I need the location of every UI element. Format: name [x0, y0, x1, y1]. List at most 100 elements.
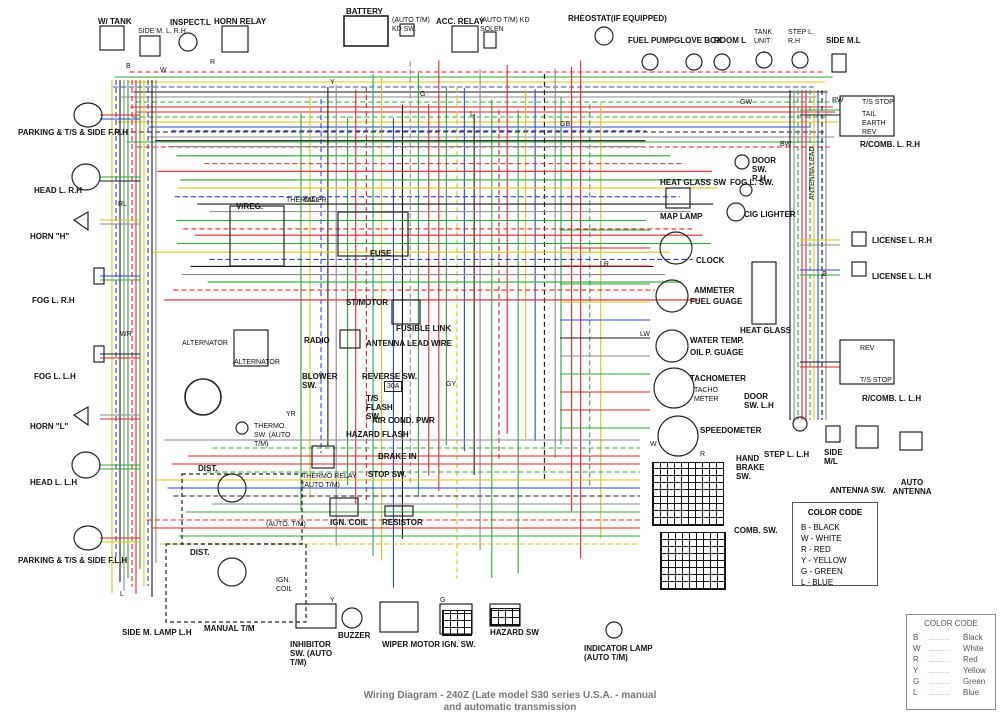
label-r-comb-l-rh: R/COMB. L. R.H [860, 140, 920, 149]
kd-solen-box [483, 31, 497, 49]
label-tacho-meter: TACHO METER [694, 387, 719, 403]
color-code-outer-item: Y..........Yellow [913, 666, 986, 675]
wire-code-tag: GW [740, 99, 753, 106]
label-comb-sw: COMB. SW. [734, 526, 778, 535]
wiper-motor-box [379, 601, 419, 633]
label-ts-flash-sw: T/S FLASH SW. [366, 394, 393, 421]
wire-code-tag: G [440, 597, 446, 604]
horn-h-icon [72, 210, 89, 232]
w-tank-box [99, 25, 125, 51]
label-room-l: ROOM L [714, 36, 746, 45]
label-w-tank: W/ TANK [98, 17, 132, 26]
wire-code-tag: LW [640, 331, 650, 338]
color-code-inner-item: G - GREEN [801, 567, 843, 576]
wire-code-tag: B [126, 63, 131, 70]
color-code-outer-item: B..........Black [913, 633, 983, 642]
license-rh-box [851, 231, 867, 247]
label-heat-glass-sw: HEAT GLASS SW [660, 178, 727, 187]
room-lamp-icon [713, 53, 731, 71]
hazard-sw-grid [490, 608, 520, 626]
inhibitor-sw-box [295, 603, 337, 629]
label-fog-l-sw: FOG L. SW. [730, 178, 774, 187]
label-kd-sw: (AUTO T/M) KD SW. [392, 17, 430, 33]
label-reverse-sw: REVERSE SW. [362, 372, 418, 381]
side-ml-bottom-box [825, 425, 841, 443]
dist-icon [217, 473, 247, 503]
horn-l-icon [72, 405, 89, 427]
label-head-l-lh: HEAD L. L.H [30, 478, 78, 487]
label-ign-coil-2: IGN. COIL [276, 577, 293, 593]
tank-unit-icon [755, 51, 773, 69]
wire-code-tag: RL [118, 201, 127, 208]
label-side-m-lamp-lh: SIDE M. LAMP L.H [122, 628, 192, 637]
label-hazard-flash: HAZARD FLASH [346, 430, 409, 439]
resistor-icon [384, 505, 414, 517]
clock-icon [659, 231, 693, 265]
manual-tm-box [165, 543, 307, 623]
color-code-inner-item: R - RED [801, 545, 831, 554]
parking-lamp-rh-icon [73, 102, 103, 128]
license-lh-box [851, 261, 867, 277]
heat-glass-sw-box [665, 187, 691, 209]
label-kd-solen: (AUTO T/M) KD SOLEN [480, 17, 530, 33]
kd-sw-box [399, 23, 415, 37]
rheostat-icon [594, 26, 614, 46]
label-ign-sw: IGN. SW. [442, 640, 476, 649]
label-buzzer: BUZZER [338, 631, 371, 640]
antenna-sw-box [855, 425, 879, 449]
rcomb-lh-box [839, 339, 895, 385]
caption-line-1: Wiring Diagram - 240Z (Late model S30 se… [363, 690, 657, 701]
ammeter-icon [655, 279, 689, 313]
alternator-box [233, 329, 269, 367]
cig-lighter-icon [726, 202, 746, 222]
label-antenna-lead: ANTENNA LEAD [809, 146, 816, 200]
label-tank-unit: TANK UNIT [754, 29, 773, 45]
label-speedometer: SPEEDOMETER [700, 426, 762, 435]
label-alternator-2: ALTERNATOR [234, 359, 280, 366]
label-tachometer: TACHOMETER [690, 374, 746, 383]
label-ts-stop-rh: T/S STOP [862, 99, 894, 106]
fuel-pump-icon [641, 53, 659, 71]
wire-code-tag: R [700, 451, 706, 458]
ign-sw-grid [442, 610, 472, 636]
alternator-motor-icon [184, 378, 222, 416]
wire-code-tag: G [420, 91, 426, 98]
label-indicator-lamp: INDICATOR LAMP (AUTO T/M) [584, 644, 653, 662]
label-fuel-pump: FUEL PUMP [628, 36, 675, 45]
label-rev-rh: REV [862, 129, 877, 136]
headlamp-rh-icon [71, 163, 101, 191]
st-motor-box [391, 299, 421, 325]
wire-code-tag: L [470, 111, 474, 118]
label-antenna-sw: ANTENNA SW. [830, 486, 886, 495]
wire-code-tag: Y [330, 597, 335, 604]
wire-code-tag: BW [780, 141, 792, 148]
label-parking-lh: PARKING & T/S & SIDE F.L.H [18, 556, 128, 565]
inspect-lamp-icon [178, 32, 198, 52]
wire-code-tag: L [120, 591, 124, 598]
comb-sw-grid-lower [660, 532, 726, 590]
indicator-lamp-icon [605, 621, 623, 639]
label-head-l-rh: HEAD L. R.H [34, 186, 82, 195]
label-auto-antenna: AUTO ANTENNA [892, 478, 932, 496]
color-code-inner-item: L - BLUE [801, 578, 834, 587]
label-side-ml-rh: SIDE M. L. R.H [138, 28, 186, 35]
label-earth: EARTH [862, 120, 886, 127]
radio-box [339, 329, 361, 349]
label-battery: BATTERY [346, 7, 383, 16]
label-dist: DIST. [198, 464, 218, 473]
label-oil-pr: OIL PR. [304, 197, 329, 204]
wire-code-tag: LR [600, 261, 609, 268]
label-antenna-lead-wire: ANTENNA LEAD WIRE [366, 339, 452, 348]
wire-code-tag: W [160, 67, 167, 74]
label-rev-lh: REV [860, 345, 875, 352]
color-code-inner-item: W - WHITE [801, 534, 842, 543]
label-v-reg: V/REG. [236, 202, 264, 211]
color-code-outer-item: G..........Green [913, 677, 986, 686]
label-thermo-sw: THERMO. SW. (AUTO T/M) [254, 423, 291, 448]
side-ml-rh-box [139, 35, 161, 57]
thermo-relay-box [311, 445, 335, 469]
wire-code-tag: W [650, 441, 657, 448]
parking-lamp-lh-icon [73, 525, 103, 551]
label-heat-glass: HEAT GLASS [740, 326, 791, 335]
